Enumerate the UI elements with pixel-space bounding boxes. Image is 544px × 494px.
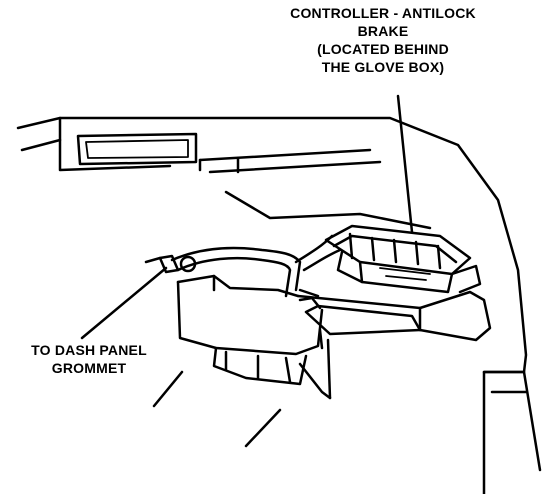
callout-controller-antilock-brake: CONTROLLER - ANTILOCK BRAKE (LOCATED BEH… — [258, 4, 508, 76]
abs-controller-module — [324, 224, 482, 294]
callout-grommet-line-1: TO DASH PANEL — [31, 342, 147, 358]
leader-line-controller — [396, 94, 414, 234]
callout-dash-panel-grommet: TO DASH PANEL GROMMET — [4, 341, 174, 377]
wiring-harness — [144, 234, 342, 298]
callout-controller-line-3: (LOCATED BEHIND — [317, 41, 449, 57]
mounting-bracket — [176, 274, 492, 356]
callout-controller-line-2: BRAKE — [357, 23, 409, 39]
callout-grommet-line-2: GROMMET — [51, 360, 127, 376]
leader-lines — [80, 94, 414, 340]
dash-vent-opening — [76, 132, 198, 166]
leader-line-grommet — [80, 266, 168, 340]
bracket-legs — [152, 338, 332, 448]
callout-controller-line-4: THE GLOVE BOX) — [321, 59, 445, 75]
dashboard-panel — [16, 116, 542, 494]
callout-controller-line-1: CONTROLLER - ANTILOCK — [290, 5, 476, 21]
